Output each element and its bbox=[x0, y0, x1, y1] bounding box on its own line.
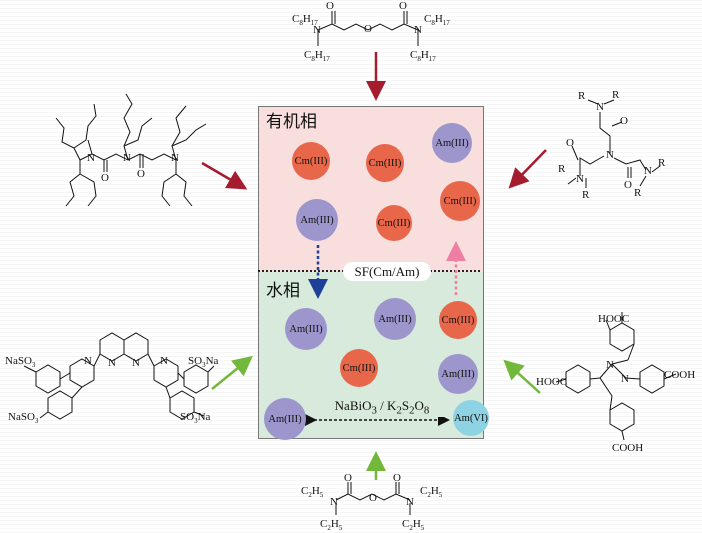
svg-text:SO3Na: SO3Na bbox=[180, 411, 211, 425]
aqueous-cm-ion-1: Cm(III) bbox=[439, 301, 477, 339]
organic-cm-ion-3: Cm(III) bbox=[376, 205, 412, 241]
organic-cm-ion-1: Cm(III) bbox=[292, 142, 330, 180]
svg-text:N: N bbox=[84, 355, 92, 367]
svg-text:R: R bbox=[612, 89, 620, 101]
svg-text:N: N bbox=[160, 355, 168, 367]
svg-text:N: N bbox=[596, 101, 604, 113]
svg-text:N: N bbox=[414, 24, 422, 36]
svg-text:COOH: COOH bbox=[664, 369, 695, 381]
top-r2: C8H17 bbox=[304, 49, 330, 63]
bottom-ligand-labels: O O O N N C2H5 C2H5 C2H5 C2H5 bbox=[301, 472, 443, 532]
arrow-left-bottom-ligand bbox=[211, 355, 253, 390]
aqueous-am-ion-4: Am(III) bbox=[264, 398, 306, 440]
svg-text:NaSO3: NaSO3 bbox=[8, 411, 39, 425]
svg-text:N: N bbox=[606, 149, 614, 161]
svg-text:O: O bbox=[620, 115, 628, 127]
svg-text:R: R bbox=[578, 90, 586, 102]
left-bottom-ligand-labels: NaSO3 NaSO3 SO3Na SO3Na N N N N bbox=[5, 355, 219, 425]
organic-am-ion-1: Am(III) bbox=[432, 123, 472, 163]
top-r3: C8H17 bbox=[424, 13, 450, 27]
svg-text:O: O bbox=[369, 492, 377, 504]
left-bottom-ligand-structure bbox=[23, 332, 215, 420]
svg-text:SO3Na: SO3Na bbox=[188, 355, 219, 369]
bottom-ligand-structure bbox=[335, 482, 411, 515]
svg-text:N: N bbox=[313, 24, 321, 36]
svg-text:O: O bbox=[624, 179, 632, 191]
svg-text:HOOC: HOOC bbox=[598, 313, 629, 325]
organic-cm-ion-4: Cm(III) bbox=[440, 181, 480, 221]
top-r1: C8H17 bbox=[292, 13, 318, 27]
top-r4: C8H17 bbox=[410, 49, 436, 63]
svg-text:O: O bbox=[326, 0, 334, 12]
svg-text:C2H5: C2H5 bbox=[420, 485, 443, 499]
svg-text:O: O bbox=[137, 168, 145, 180]
svg-text:N: N bbox=[621, 373, 629, 385]
svg-text:N: N bbox=[406, 496, 414, 508]
right-bottom-ligand-structure bbox=[555, 312, 677, 441]
svg-text:N: N bbox=[644, 165, 652, 177]
svg-text:R: R bbox=[658, 157, 666, 169]
svg-text:N: N bbox=[132, 357, 140, 369]
aqueous-am6-ion: Am(VI) bbox=[453, 400, 489, 436]
aqueous-phase-title: 水相 bbox=[266, 281, 300, 301]
right-bottom-ligand-labels: HOOC HOOC COOH COOH N N bbox=[536, 313, 695, 454]
organic-cm-ion-2: Cm(III) bbox=[366, 144, 404, 182]
svg-text:HOOC: HOOC bbox=[536, 376, 567, 388]
svg-text:R: R bbox=[582, 189, 590, 201]
svg-text:COOH: COOH bbox=[612, 442, 643, 454]
svg-text:N: N bbox=[606, 359, 614, 371]
left-top-ligand-labels: N O N O N bbox=[87, 152, 179, 184]
svg-text:NaSO3: NaSO3 bbox=[5, 355, 36, 369]
top-ligand-labels: O O O N N C8H17 C8H17 C8H17 C8H17 bbox=[292, 0, 450, 63]
svg-text:N: N bbox=[123, 152, 131, 164]
svg-text:C2H5: C2H5 bbox=[301, 485, 324, 499]
svg-text:O: O bbox=[566, 137, 574, 149]
svg-text:R: R bbox=[558, 163, 566, 175]
arrow-right-top-ligand bbox=[508, 149, 547, 189]
svg-text:N: N bbox=[330, 496, 338, 508]
organic-am-ion-2: Am(III) bbox=[296, 199, 338, 241]
svg-text:N: N bbox=[576, 173, 584, 185]
aqueous-am-ion-3: Am(III) bbox=[438, 354, 478, 394]
aqueous-cm-ion-2: Cm(III) bbox=[340, 349, 378, 387]
svg-text:N: N bbox=[171, 152, 179, 164]
top-ligand-structure bbox=[317, 11, 419, 46]
right-top-ligand-labels: R R N O N O N R R O N R R bbox=[558, 89, 666, 201]
svg-text:R: R bbox=[634, 187, 642, 199]
svg-text:N: N bbox=[108, 357, 116, 369]
arrow-left-top-ligand bbox=[201, 161, 248, 190]
right-top-ligand-structure bbox=[567, 99, 661, 188]
left-top-ligand-structure bbox=[55, 93, 207, 207]
svg-text:O: O bbox=[393, 472, 401, 484]
redox-reagents-label: NaBiO3 / K2S2O8 bbox=[318, 398, 446, 417]
arrow-right-bottom-ligand bbox=[503, 359, 541, 394]
svg-text:O: O bbox=[399, 0, 407, 12]
svg-text:O: O bbox=[344, 472, 352, 484]
aqueous-am-ion-1: Am(III) bbox=[285, 308, 327, 350]
svg-text:C2H5: C2H5 bbox=[402, 518, 425, 532]
separation-factor-label: SF(Cm/Am) bbox=[343, 262, 431, 281]
organic-phase-title: 有机相 bbox=[266, 112, 317, 132]
svg-text:N: N bbox=[87, 152, 95, 164]
svg-text:C2H5: C2H5 bbox=[320, 518, 343, 532]
svg-text:O: O bbox=[101, 172, 109, 184]
aqueous-am-ion-2: Am(III) bbox=[374, 298, 416, 340]
svg-text:O: O bbox=[364, 23, 372, 35]
